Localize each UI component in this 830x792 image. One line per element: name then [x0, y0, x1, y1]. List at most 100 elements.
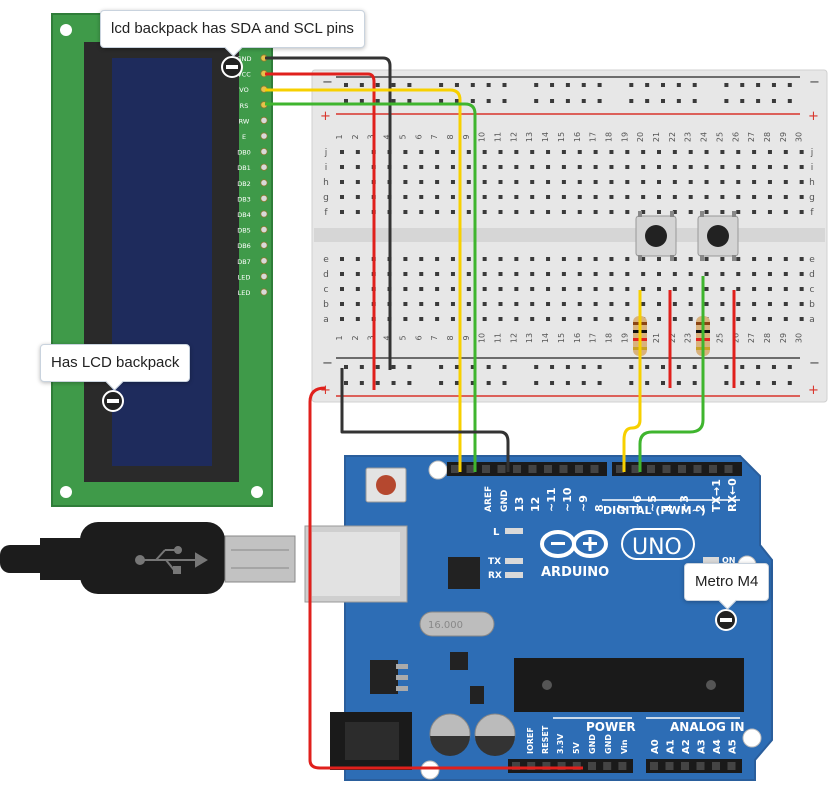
breadboard-hole[interactable]: [672, 150, 677, 154]
breadboard-hole[interactable]: [561, 272, 566, 276]
rail-hole[interactable]: [359, 381, 364, 385]
breadboard-hole[interactable]: [672, 317, 677, 321]
breadboard-hole[interactable]: [561, 287, 566, 291]
breadboard-hole[interactable]: [355, 165, 360, 169]
breadboard-hole[interactable]: [514, 150, 519, 154]
breadboard-hole[interactable]: [672, 302, 677, 306]
breadboard-hole[interactable]: [767, 165, 772, 169]
rail-hole[interactable]: [407, 99, 412, 103]
breadboard-hole[interactable]: [403, 180, 408, 184]
rail-hole[interactable]: [629, 83, 634, 87]
rail-hole[interactable]: [676, 99, 681, 103]
rail-hole[interactable]: [375, 381, 380, 385]
breadboard-hole[interactable]: [593, 165, 598, 169]
breadboard-hole[interactable]: [498, 195, 503, 199]
wires[interactable]: [265, 56, 736, 770]
breadboard-hole[interactable]: [736, 287, 741, 291]
breadboard-hole[interactable]: [593, 180, 598, 184]
lcd-pin[interactable]: [260, 272, 268, 280]
rail-hole[interactable]: [724, 381, 729, 385]
rail-hole[interactable]: [470, 381, 475, 385]
breadboard-hole[interactable]: [577, 180, 582, 184]
breadboard-hole[interactable]: [720, 150, 725, 154]
breadboard-hole[interactable]: [609, 210, 614, 214]
breadboard-hole[interactable]: [657, 150, 661, 154]
breadboard-hole[interactable]: [593, 287, 598, 291]
breadboard-hole[interactable]: [625, 272, 630, 276]
header-hole[interactable]: [512, 762, 520, 770]
rail-hole[interactable]: [740, 83, 745, 87]
breadboard-hole[interactable]: [799, 150, 804, 154]
rail-hole[interactable]: [550, 83, 555, 87]
breadboard-hole[interactable]: [419, 180, 424, 184]
breadboard-hole[interactable]: [688, 165, 693, 169]
wire-5v-red-arduino[interactable]: [308, 386, 583, 770]
breadboard-hole[interactable]: [672, 195, 677, 199]
header-hole[interactable]: [662, 465, 671, 473]
breadboard-hole[interactable]: [799, 210, 804, 214]
breadboard-hole[interactable]: [340, 210, 344, 214]
breadboard-hole[interactable]: [657, 180, 661, 184]
rail-hole[interactable]: [359, 83, 364, 87]
breadboard-hole[interactable]: [561, 165, 566, 169]
breadboard-hole[interactable]: [355, 257, 360, 261]
breadboard-hole[interactable]: [546, 302, 551, 306]
breadboard-hole[interactable]: [355, 150, 360, 154]
rail-hole[interactable]: [407, 365, 412, 369]
breadboard-hole[interactable]: [657, 302, 661, 306]
rail-hole[interactable]: [629, 365, 634, 369]
breadboard-hole[interactable]: [688, 257, 693, 261]
header-hole[interactable]: [466, 465, 475, 473]
breadboard-hole[interactable]: [688, 210, 693, 214]
breadboard-hole[interactable]: [625, 165, 630, 169]
breadboard-hole[interactable]: [498, 180, 503, 184]
breadboard-hole[interactable]: [641, 257, 646, 261]
header-hole[interactable]: [528, 465, 537, 473]
breadboard-hole[interactable]: [720, 287, 725, 291]
breadboard-hole[interactable]: [498, 287, 503, 291]
breadboard-hole[interactable]: [625, 257, 630, 261]
rail-hole[interactable]: [470, 365, 475, 369]
breadboard-hole[interactable]: [577, 195, 582, 199]
breadboard-hole[interactable]: [767, 257, 772, 261]
breadboard-hole[interactable]: [419, 257, 424, 261]
rail-hole[interactable]: [756, 381, 761, 385]
breadboard-hole[interactable]: [625, 210, 630, 214]
breadboard-hole[interactable]: [514, 210, 519, 214]
header-hole[interactable]: [665, 762, 674, 770]
breadboard-hole[interactable]: [752, 180, 757, 184]
rail-hole[interactable]: [581, 83, 586, 87]
breadboard-hole[interactable]: [435, 257, 440, 261]
breadboard-hole[interactable]: [466, 287, 471, 291]
breadboard-hole[interactable]: [514, 287, 519, 291]
breadboard-hole[interactable]: [403, 302, 408, 306]
breadboard-hole[interactable]: [466, 150, 471, 154]
breadboard-hole[interactable]: [767, 317, 772, 321]
breadboard-hole[interactable]: [514, 257, 519, 261]
breadboard-hole[interactable]: [767, 180, 772, 184]
breadboard-hole[interactable]: [688, 272, 693, 276]
breadboard-hole[interactable]: [767, 302, 772, 306]
push-button-2[interactable]: [697, 211, 739, 261]
breadboard-hole[interactable]: [514, 180, 519, 184]
breadboard-hole[interactable]: [688, 317, 693, 321]
rail-hole[interactable]: [645, 381, 650, 385]
breadboard-hole[interactable]: [546, 317, 551, 321]
breadboard-hole[interactable]: [340, 195, 344, 199]
breadboard-hole[interactable]: [403, 150, 408, 154]
header-hole[interactable]: [542, 762, 551, 770]
breadboard-hole[interactable]: [340, 150, 344, 154]
breadboard-hole[interactable]: [752, 150, 757, 154]
annotation-has-lcd-backpack[interactable]: Has LCD backpack: [40, 344, 191, 391]
breadboard-hole[interactable]: [767, 195, 772, 199]
breadboard-hole[interactable]: [450, 302, 455, 306]
breadboard-hole[interactable]: [720, 257, 725, 261]
breadboard-hole[interactable]: [435, 195, 440, 199]
breadboard-hole[interactable]: [577, 317, 582, 321]
breadboard-hole[interactable]: [783, 302, 788, 306]
breadboard-hole[interactable]: [450, 287, 455, 291]
breadboard-hole[interactable]: [530, 165, 535, 169]
breadboard-hole[interactable]: [403, 317, 408, 321]
header-hole[interactable]: [678, 465, 686, 473]
